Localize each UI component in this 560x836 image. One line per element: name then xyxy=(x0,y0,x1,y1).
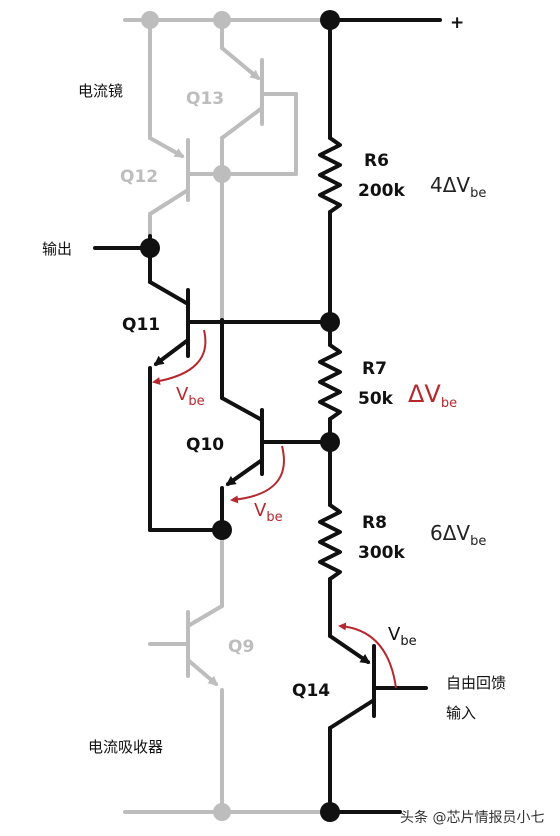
r6-drop-prefix: 4ΔV xyxy=(430,173,470,197)
current-sink-label: 电流吸收器 xyxy=(88,738,163,756)
r6-value-label: 200k xyxy=(358,181,405,201)
active-circuit xyxy=(93,10,442,822)
r6-drop-sub: be xyxy=(470,186,486,201)
q14-label: Q14 xyxy=(292,681,330,701)
r8-name-label: R8 xyxy=(362,513,387,533)
vbe-label-q14: Vbe xyxy=(388,624,417,649)
r6-drop-label: 4ΔVbe xyxy=(430,173,486,201)
q10-emitter-arrow xyxy=(225,458,264,486)
junction-dot xyxy=(213,803,231,821)
vbe-arc-q10 xyxy=(230,445,285,504)
q9-label: Q9 xyxy=(228,637,254,657)
r6-name-label: R6 xyxy=(364,151,389,171)
vbe-sub: be xyxy=(400,634,416,649)
vbe-main: V xyxy=(176,384,189,405)
q12-emitter-arrow xyxy=(148,136,185,158)
vbe-label-q10: Vbe xyxy=(254,500,283,525)
r8-value-label: 300k xyxy=(358,543,405,563)
vbe-main: V xyxy=(254,500,267,521)
q12-label: Q12 xyxy=(120,167,158,187)
r8-drop-sub: be xyxy=(470,534,486,549)
resistor-r8 xyxy=(318,503,342,581)
q12-collector xyxy=(148,188,190,216)
q13-emitter-arrow xyxy=(220,46,261,80)
resistor-r7 xyxy=(318,343,342,421)
vbe-label-q11: Vbe xyxy=(176,384,205,409)
output-port-label: 输出 xyxy=(42,240,72,258)
watermark: 头条 @芯片情报员小七 xyxy=(400,809,544,826)
q10-collector xyxy=(220,396,264,422)
current-sink-section xyxy=(123,528,332,821)
r8-drop-label: 6ΔVbe xyxy=(430,521,486,549)
q13-collector xyxy=(220,106,264,140)
q14-emitter-arrow xyxy=(328,634,371,664)
vbe-sub: be xyxy=(188,394,204,409)
vbe-sub: be xyxy=(266,510,282,525)
q11-emitter-arrow xyxy=(153,338,190,366)
q10-label: Q10 xyxy=(186,435,224,455)
r7-name-label: R7 xyxy=(362,359,387,379)
vbe-main: V xyxy=(388,624,401,645)
r7-value-label: 50k xyxy=(358,389,394,409)
q11-collector xyxy=(148,280,190,306)
q11-label: Q11 xyxy=(122,315,160,335)
r7-drop-sub: be xyxy=(441,396,457,411)
supply-plus-label: + xyxy=(450,13,464,33)
vbe-arc-q14 xyxy=(338,622,397,689)
q9-emitter-arrow xyxy=(186,658,219,686)
r8-drop-prefix: 6ΔV xyxy=(430,521,470,545)
q14-collector xyxy=(328,698,376,730)
feedback-input-label-line1: 自由回馈 xyxy=(446,674,506,692)
feedback-input-label-line2: 输入 xyxy=(446,704,476,722)
current-mirror-label: 电流镜 xyxy=(78,82,123,100)
r7-drop-label: ΔVbe xyxy=(408,380,457,411)
q9-collector xyxy=(186,604,224,628)
vbe-annotations xyxy=(152,329,397,689)
r7-drop-prefix: ΔV xyxy=(408,380,441,408)
current-mirror-section xyxy=(123,11,332,322)
q13-label: Q13 xyxy=(186,89,224,109)
vbe-arc-q11 xyxy=(152,329,207,385)
resistor-r6 xyxy=(318,136,342,214)
